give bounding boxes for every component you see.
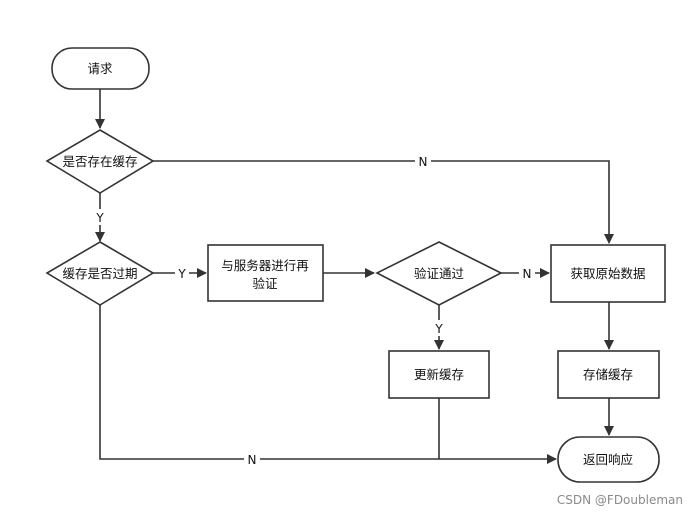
- node-revalidate-label-line1: 与服务器进行再: [221, 258, 309, 273]
- node-return-response: [557, 436, 660, 483]
- edge-label-validation-yes: Y: [434, 322, 443, 336]
- node-request: [51, 47, 150, 90]
- watermark-text: CSDN @FDoubleman: [556, 493, 683, 507]
- node-revalidate-label-line2: 验证: [252, 276, 278, 291]
- node-update-cache-label: 更新缓存: [414, 367, 464, 382]
- node-validation-passed: [375, 241, 503, 306]
- node-request-label: 请求: [87, 61, 113, 76]
- node-validation-passed-label: 验证通过: [414, 266, 465, 281]
- edge-not-expired-no: [99, 305, 557, 464]
- edge-label-not-expired-no: N: [248, 453, 257, 467]
- edge-label-cache-exists-no: N: [419, 155, 428, 169]
- edge-label-expired-yes: Y: [177, 267, 186, 281]
- node-revalidate: [207, 244, 324, 302]
- edge-cache-exists-no: [153, 160, 614, 244]
- node-store-cache-label: 存储缓存: [583, 367, 633, 382]
- node-fetch-original: [550, 244, 666, 303]
- node-cache-exists: [45, 129, 155, 194]
- node-cache-expired-label: 缓存是否过期: [62, 266, 137, 281]
- edge-label-cache-exists-yes: Y: [95, 211, 104, 225]
- node-cache-expired: [45, 241, 155, 306]
- node-fetch-original-label: 获取原始数据: [570, 266, 645, 281]
- node-update-cache: [388, 350, 490, 399]
- edge-label-validation-no: N: [523, 267, 532, 281]
- node-return-response-label: 返回响应: [583, 452, 633, 467]
- node-cache-exists-label: 是否存在缓存: [62, 154, 137, 169]
- node-store-cache: [557, 350, 660, 399]
